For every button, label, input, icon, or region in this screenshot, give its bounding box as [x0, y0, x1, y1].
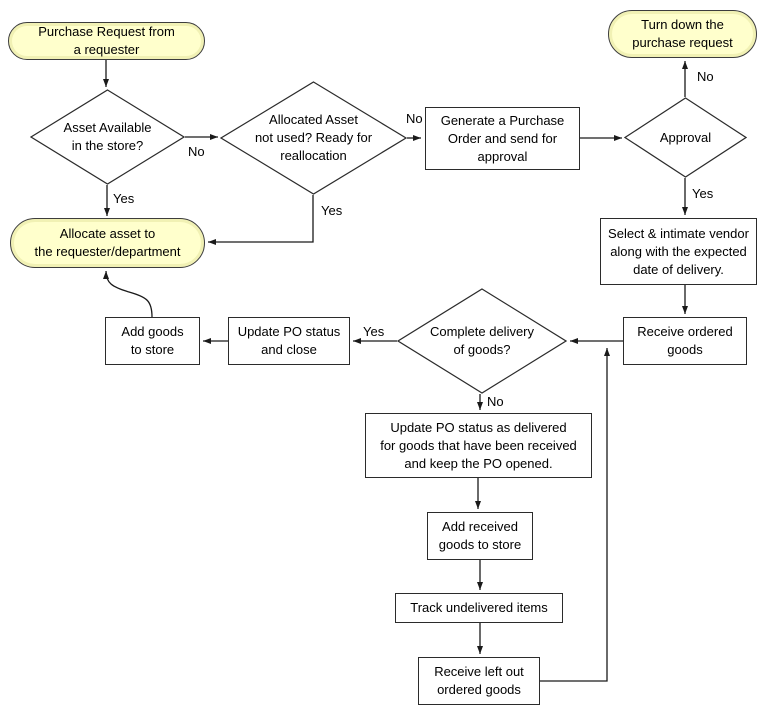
node-approval-decision: Approval	[624, 97, 747, 178]
node-receive-ordered-goods: Receive ordered goods	[623, 317, 747, 365]
edge-label-available-no: No	[188, 144, 205, 159]
node-turn-down-request: Turn down the purchase request	[608, 10, 757, 58]
edge-addgoods-to-allocate	[103, 270, 153, 318]
edge-label-allocated-no: No	[406, 111, 423, 126]
edge-allocated-yes	[208, 195, 314, 245]
edge-label-approval-yes: Yes	[692, 186, 714, 201]
diamond-shape	[30, 89, 185, 185]
decision-label: Allocated Asset not used? Ready for real…	[254, 112, 373, 163]
diamond-shape	[397, 288, 567, 394]
node-update-po-delivered: Update PO status as delivered for goods …	[365, 413, 592, 478]
edge-label-complete-yes: Yes	[363, 324, 385, 339]
node-purchase-request: Purchase Request from a requester	[8, 22, 205, 60]
edge-label-allocated-yes: Yes	[321, 203, 343, 218]
node-select-vendor: Select & intimate vendor along with the …	[600, 218, 757, 285]
node-asset-available-decision: Asset Available in the store?	[30, 89, 185, 185]
diamond-shape	[624, 97, 747, 178]
node-add-received-goods: Add received goods to store	[427, 512, 533, 560]
decision-label: Asset Available in the store?	[63, 120, 152, 153]
decision-label: Approval	[659, 129, 712, 145]
node-track-undelivered-items: Track undelivered items	[395, 593, 563, 623]
node-allocate-asset: Allocate asset to the requester/departme…	[10, 218, 205, 268]
node-generate-po: Generate a Purchase Order and send for a…	[425, 107, 580, 170]
edge-label-available-yes: Yes	[113, 191, 135, 206]
node-add-goods-to-store: Add goods to store	[105, 317, 200, 365]
diamond-shape	[220, 81, 407, 195]
node-complete-delivery-decision: Complete delivery of goods?	[397, 288, 567, 394]
decision-label: Complete delivery of goods?	[429, 324, 535, 357]
node-update-po-close: Update PO status and close	[228, 317, 350, 365]
edge-label-approval-no: No	[697, 69, 714, 84]
node-receive-left-out-goods: Receive left out ordered goods	[418, 657, 540, 705]
node-allocated-asset-decision: Allocated Asset not used? Ready for real…	[220, 81, 407, 195]
edge-leftout-loop	[540, 348, 610, 682]
edge-label-complete-no: No	[487, 394, 504, 409]
